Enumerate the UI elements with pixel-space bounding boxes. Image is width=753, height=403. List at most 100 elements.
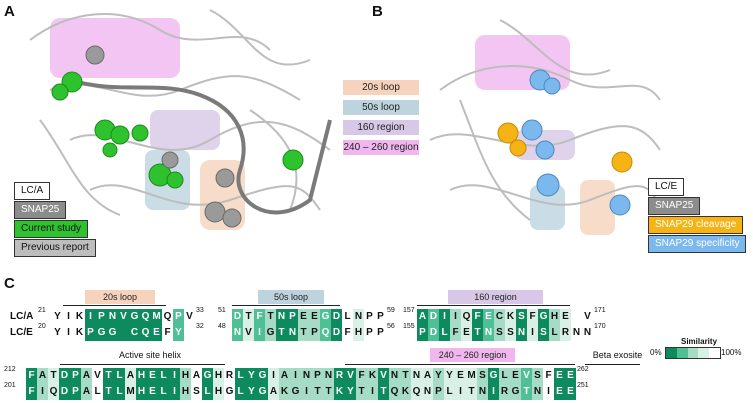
residue: T	[312, 384, 323, 400]
residue: T	[265, 309, 276, 325]
residue: T	[521, 384, 532, 400]
region-label: 50s loop	[258, 290, 324, 304]
residue: C	[494, 309, 505, 325]
residue: P	[70, 368, 81, 384]
sequence-label-lca: LC/A	[10, 311, 34, 322]
legend-item-snap25: SNAP25	[648, 197, 701, 215]
residue: T	[466, 384, 477, 400]
residue: Y	[52, 325, 63, 341]
residue: F	[543, 368, 554, 384]
residue: Q	[461, 309, 472, 325]
residue: V	[582, 309, 593, 325]
start-number: 157	[403, 307, 415, 314]
legend-item-snap29specificity: SNAP29 specificity	[648, 235, 747, 253]
residue: I	[488, 384, 499, 400]
residue: N	[582, 325, 593, 341]
residue: M	[151, 309, 162, 325]
residue: D	[59, 368, 70, 384]
residue: I	[455, 384, 466, 400]
current-study-residue	[102, 142, 118, 158]
residue: P	[312, 368, 323, 384]
snap29-specificity-residue	[609, 194, 631, 216]
residue: K	[279, 384, 290, 400]
start-number: 48	[218, 323, 226, 330]
start-number: 21	[38, 307, 46, 314]
residue: N	[323, 368, 334, 384]
panel-c-letter: C	[4, 275, 15, 292]
region-label: 160 region	[448, 290, 543, 304]
residue: H	[353, 325, 364, 341]
residue: K	[505, 309, 516, 325]
start-number: 51	[218, 307, 226, 314]
residue: N	[571, 325, 582, 341]
residue: R	[560, 325, 571, 341]
snap29-specificity-residue	[535, 140, 555, 160]
snap29-cleavage-residue	[497, 122, 519, 144]
residue: H	[136, 384, 147, 400]
residue: Q	[162, 309, 173, 325]
residue: I	[543, 384, 554, 400]
residue: S	[505, 325, 516, 341]
residue: L	[235, 368, 246, 384]
residue: I	[63, 309, 74, 325]
residue: N	[532, 384, 543, 400]
residue: R	[499, 384, 510, 400]
residue: N	[232, 325, 243, 341]
residue: N	[477, 384, 488, 400]
start-number: 20	[38, 323, 46, 330]
residue: G	[107, 325, 118, 341]
snap25-chain	[69, 78, 332, 215]
region-160-highlight	[150, 110, 220, 150]
start-number: 155	[403, 323, 415, 330]
residue: A	[268, 384, 279, 400]
residue: G	[538, 309, 549, 325]
residue: L	[202, 384, 213, 400]
previous-report-residue	[204, 201, 226, 223]
residue: P	[364, 309, 375, 325]
residue: A	[191, 368, 202, 384]
end-number: 33	[196, 307, 204, 314]
residue: N	[422, 384, 433, 400]
residue: C	[129, 325, 140, 341]
region-bracket	[60, 364, 225, 365]
residue: V	[345, 368, 356, 384]
residue	[184, 325, 195, 341]
residue: L	[114, 368, 125, 384]
residue: F	[254, 309, 265, 325]
snap29-cleavage-residue	[611, 151, 633, 173]
residue: E	[565, 368, 576, 384]
residue: A	[81, 368, 92, 384]
residue: L	[158, 384, 169, 400]
residue: E	[461, 325, 472, 341]
residue: P	[375, 309, 386, 325]
residue: D	[59, 384, 70, 400]
residue: K	[334, 384, 345, 400]
similarity-swatch	[676, 348, 688, 358]
residue: S	[532, 368, 543, 384]
residue: T	[378, 384, 389, 400]
panel-a-structure	[29, 9, 332, 230]
residue: Q	[389, 384, 400, 400]
residue: A	[422, 368, 433, 384]
residue: I	[85, 309, 96, 325]
residue: P	[287, 309, 298, 325]
residue: P	[433, 384, 444, 400]
current-study-residue	[282, 149, 304, 171]
legend-item-lca: LC/E	[648, 178, 685, 196]
residue: T	[103, 368, 114, 384]
end-number: 56	[387, 323, 395, 330]
residue: I	[268, 368, 279, 384]
region-label: Beta exosite	[592, 350, 643, 360]
snap29-specificity-residue	[543, 77, 561, 95]
region-legend-region160: 160 region	[343, 120, 419, 135]
residue: Y	[246, 384, 257, 400]
residue: A	[417, 309, 428, 325]
legend-item-current: Current study	[14, 220, 89, 238]
residue: L	[92, 384, 103, 400]
residue: V	[118, 309, 129, 325]
residue: E	[565, 384, 576, 400]
residue: V	[521, 368, 532, 384]
current-study-residue	[131, 124, 149, 142]
snap29-specificity-residue	[521, 119, 543, 141]
residue: H	[213, 368, 224, 384]
